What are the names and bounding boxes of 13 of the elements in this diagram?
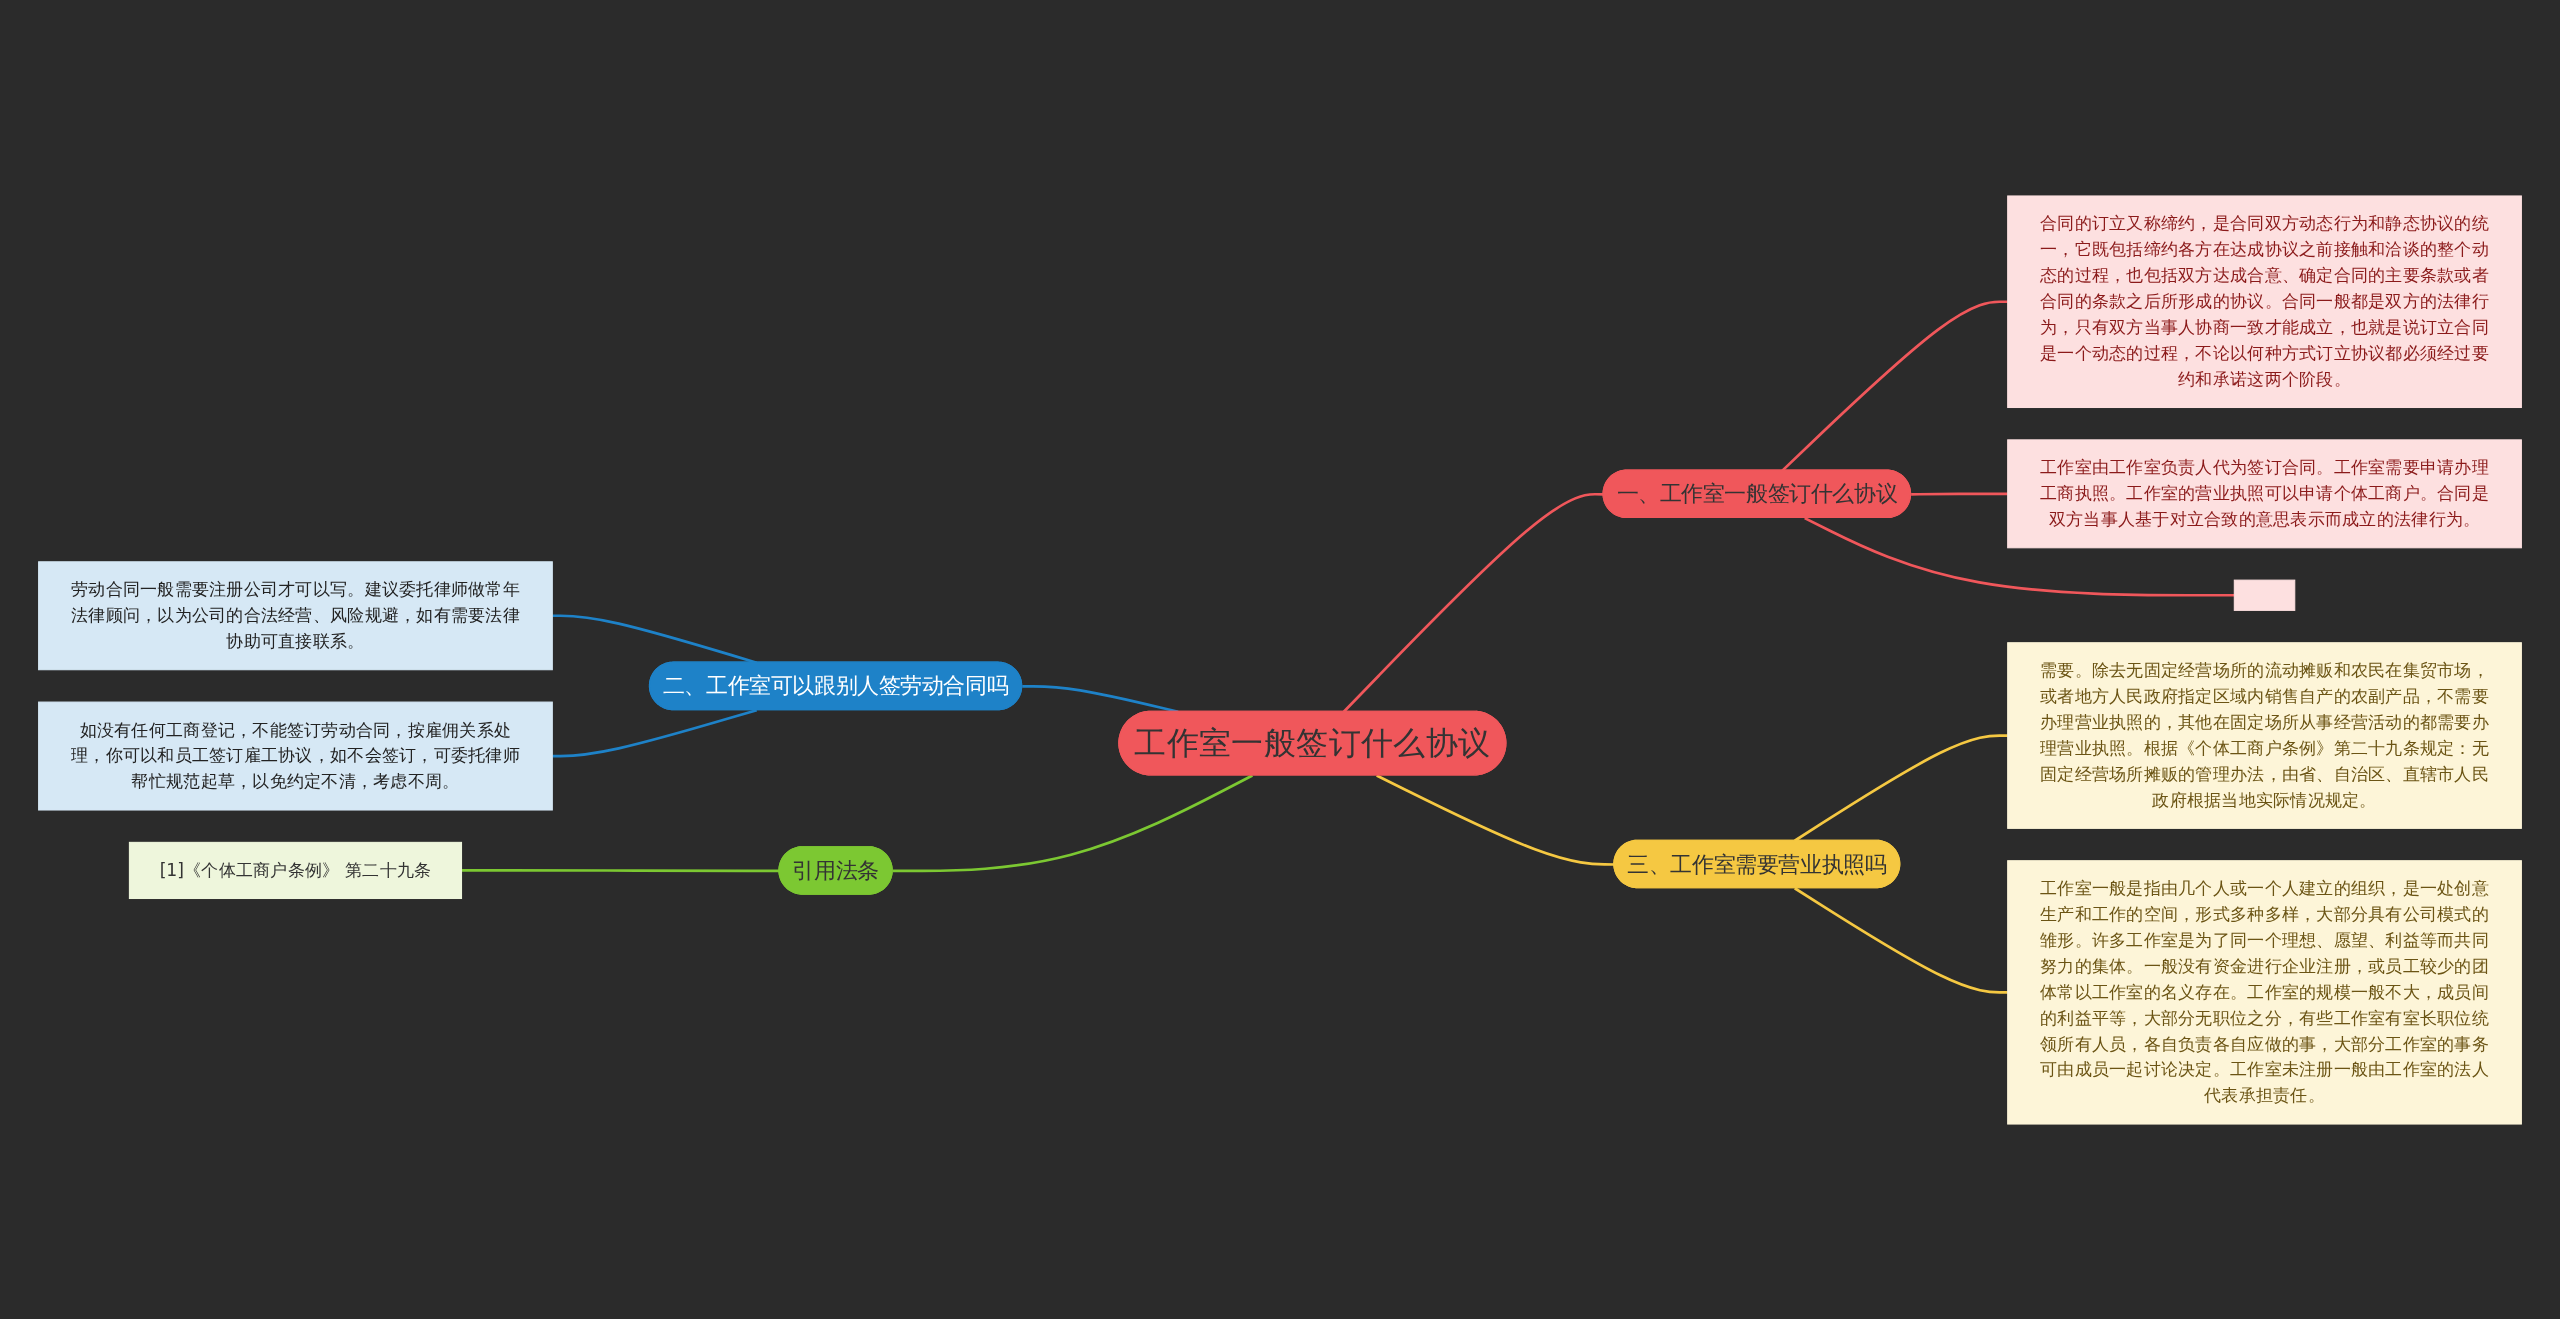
- node-box: 工作室由工作室负责人代为签订合同。工作室需要申请办理工商执照。工作室的营业执照可以申请个体工商户。合同是双方当事人基于对立合致的意思表示而成立的法律行为。: [2007, 438, 2522, 548]
- node-box: 如没有任何工商登记，不能签订劳动合同，按雇佣关系处理，你可以和员工签订雇工协议，如不会签订，可委托律师帮忙规范起草，以免约定不清，考虑不周。: [38, 701, 553, 811]
- connector: [1794, 886, 2008, 994]
- connector: [1804, 516, 2235, 597]
- connector: [1911, 491, 2008, 496]
- node-box: 需要。除去无固定经营场所的流动摊贩和农民在集贸市场，或者地方人民政府指定区域内销售自产的农副产品，不需要办理营业执照的，其他在固定场所从事经营活动的都需要办理营业执照。根据《个体工商户条例》第二十九条规定：无固定经营场所摊贩的管理办法，由省、自治区、直辖市人民政府根据当地实际情况规定。: [2007, 641, 2522, 829]
- node-box: 工作室一般是指由几个人或一个人建立的组织，是一处创意生产和工作的空间，形式多种多样，大部分具有公司模式的雏形。许多工作室是为了同一个理想、愿望、利益等而共同努力的集体。一般没有资金进行企业注册，或员工较少的团体常以工作室的名义存在。工作室的规模一般不大，成员间的利益平等，大部分无职位之分，有些工作室有室长职位统领所有人员，各自负责各自应做的事，大部分工作室的事务可由成员一起讨论决定。工作室未注册一般由工作室的法人代表承担责任。: [2007, 859, 2522, 1125]
- connector: [892, 773, 1253, 872]
- node-box: [2233, 579, 2296, 611]
- node-box: [1]《个体工商户条例》 第二十九条: [128, 841, 463, 899]
- connector: [552, 708, 758, 757]
- node-box: 合同的订立又称缔约，是合同双方动态行为和静态协议的统一，它既包括缔约各方在达成协议之前接触和洽谈的整个动态的过程，也包括双方达成合意、确定合同的主要条款或者合同的条款之后所形成的协议。合同一般都是双方的法律行为，只有双方当事人协商一致才能成立，也就是说订立合同是一个动态的过程，不论以何种方式订立协议都必须经过要约和承诺这两个阶段。: [2007, 194, 2522, 408]
- node-box: 劳动合同一般需要注册公司才可以写。建议委托律师做常年法律顾问，以为公司的合法经营、风险规避，如有需要法律协助可直接联系。: [38, 560, 553, 670]
